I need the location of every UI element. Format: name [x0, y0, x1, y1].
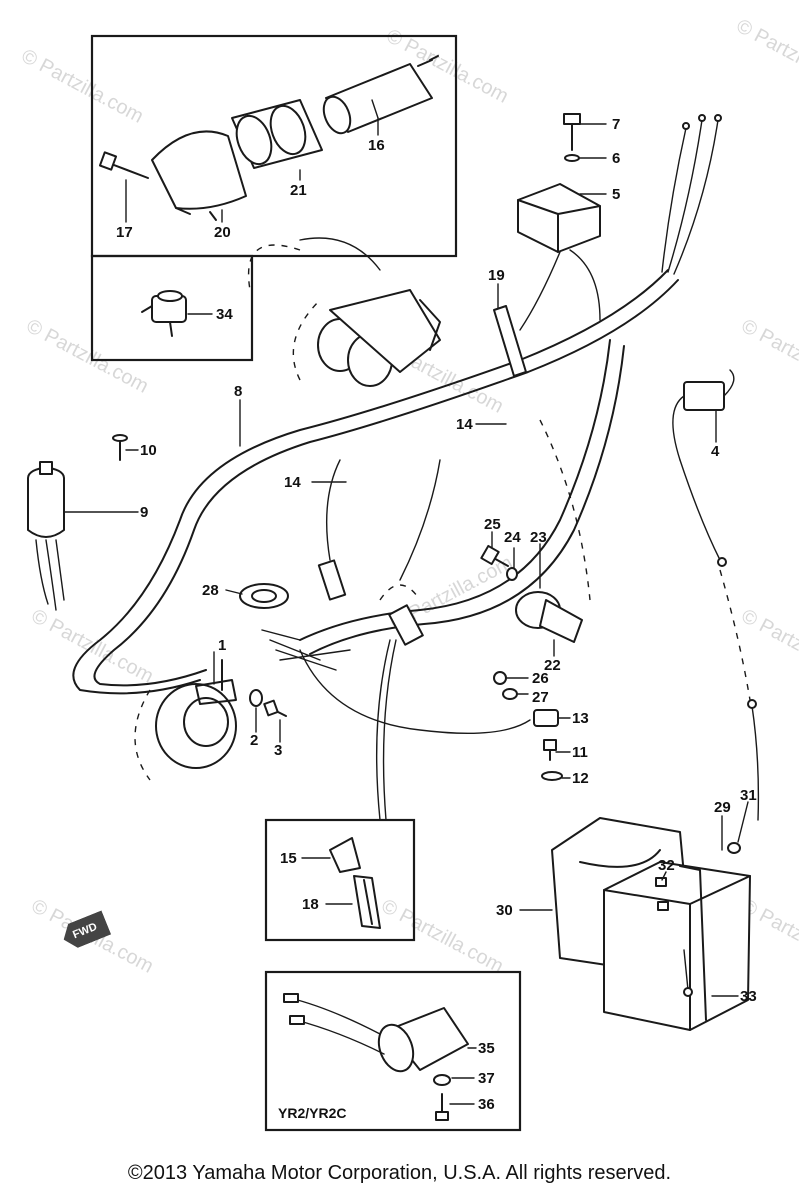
callout-15: 15 — [280, 850, 297, 867]
plug-wire-center — [317, 459, 347, 601]
horn-part — [155, 659, 237, 769]
inset-ignition-coil — [90, 34, 458, 362]
inset-box-plug — [264, 818, 416, 942]
callout-14b: 14 — [456, 416, 473, 433]
plug-cap-part — [379, 459, 441, 646]
callout-24: 24 — [504, 529, 521, 546]
variant-label: YR2/YR2C — [278, 1105, 346, 1121]
callout-2: 2 — [250, 732, 258, 749]
callout-10: 10 — [140, 442, 157, 459]
callout-29: 29 — [714, 799, 731, 816]
callout-14: 14 — [284, 474, 301, 491]
callout-19: 19 — [488, 267, 505, 284]
watermark: © Partzilla.com — [733, 15, 799, 98]
callout-23: 23 — [530, 529, 547, 546]
callout-20: 20 — [214, 224, 231, 241]
callout-32: 32 — [658, 857, 675, 874]
callout-35: 35 — [478, 1040, 495, 1057]
callout-3: 3 — [274, 742, 282, 759]
inset-condenser — [264, 970, 522, 1132]
main-switch-part — [27, 461, 65, 611]
small-parts-26-27 — [493, 671, 518, 700]
watermark: © Partzilla.com — [18, 45, 147, 128]
callout-37: 37 — [478, 1070, 495, 1087]
callout-13: 13 — [572, 710, 589, 727]
inset-box-coil — [90, 34, 458, 258]
callout-7: 7 — [612, 116, 620, 133]
callout-9: 9 — [140, 504, 148, 521]
bolt-17-part — [98, 151, 149, 179]
watermark: © Partzilla.com — [23, 315, 152, 398]
callout-28: 28 — [202, 582, 219, 599]
inset-box-sensor — [90, 254, 254, 362]
callout-8: 8 — [234, 383, 242, 400]
callout-25: 25 — [484, 516, 501, 533]
callout-33: 33 — [740, 988, 757, 1005]
callout-17: 17 — [116, 224, 133, 241]
battery-part — [551, 817, 751, 1031]
callout-18: 18 — [302, 896, 319, 913]
callout-26: 26 — [532, 670, 549, 687]
callout-5: 5 — [612, 186, 620, 203]
callout-16: 16 — [368, 137, 385, 154]
callout-1: 1 — [218, 637, 226, 654]
sensor-4-part — [672, 369, 735, 461]
watermark: © Partzilla.com — [738, 605, 799, 688]
coil-cover-part — [151, 130, 247, 221]
callout-36: 36 — [478, 1096, 495, 1113]
neutral-switch-part — [480, 544, 583, 643]
callout-labels: 1 2 3 4 5 6 7 8 9 10 11 12 13 14 14 15 1… — [63, 116, 757, 1121]
callout-12: 12 — [572, 770, 589, 787]
regulator-part — [517, 113, 601, 331]
inset-spark-plug — [264, 818, 416, 942]
sensor-34-part — [141, 290, 187, 337]
callout-34: 34 — [216, 306, 233, 323]
copyright-notice: ©2013 Yamaha Motor Corporation, U.S.A. A… — [127, 1162, 672, 1184]
clip-19-part — [493, 305, 527, 377]
washer-bolt-part — [249, 689, 287, 717]
coil-bracket-part — [231, 99, 323, 169]
inset-box-condenser — [264, 970, 522, 1132]
callout-30: 30 — [496, 902, 513, 919]
callout-22: 22 — [544, 657, 561, 674]
ignition-coil-part — [322, 55, 439, 135]
callout-11: 11 — [572, 744, 588, 761]
callout-4: 4 — [711, 443, 720, 460]
watermark: © Partzilla.com — [738, 315, 799, 398]
callout-27: 27 — [532, 689, 549, 706]
callout-31: 31 — [740, 787, 757, 804]
terminal-13-part — [533, 709, 563, 781]
dual-coil-unit — [292, 289, 441, 387]
watermark: © Partzilla.com — [378, 895, 507, 978]
bolt-10-part — [112, 434, 128, 461]
watermark-layer: © Partzilla.com © Partzilla.com © Partzi… — [18, 15, 799, 978]
callout-21: 21 — [290, 182, 307, 199]
callout-6: 6 — [612, 150, 620, 167]
grommet-28-part — [239, 583, 289, 609]
